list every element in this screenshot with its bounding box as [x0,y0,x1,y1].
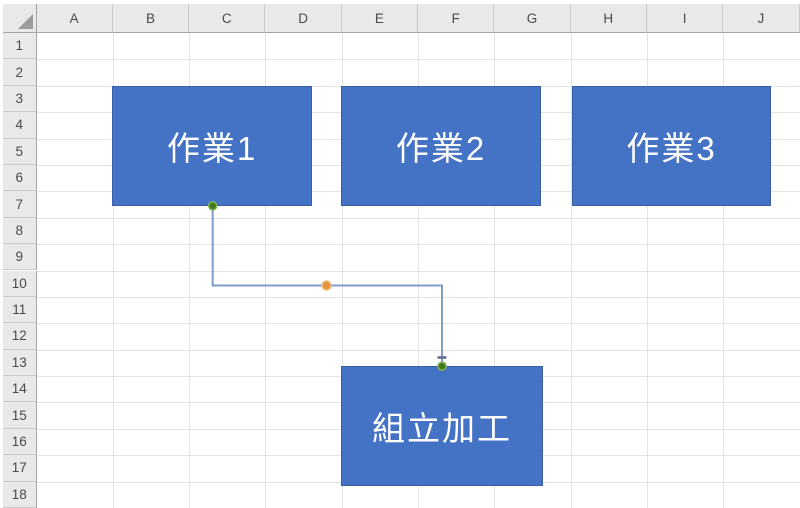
row-header-13[interactable]: 13 [3,349,37,377]
gridline [36,349,800,351]
shape-task-1-label: 作業1 [166,130,258,167]
shape-assembly[interactable]: 組立加工 [341,366,543,486]
gridline [36,323,800,325]
column-header-f[interactable]: F [418,4,495,33]
shape-assembly-label: 組立加工 [372,410,512,447]
column-header-i[interactable]: I [646,4,724,33]
shape-task-2[interactable]: 作業2 [341,86,541,206]
gridline [36,217,800,219]
shape-task-3[interactable]: 作業3 [572,86,771,206]
row-header-3[interactable]: 3 [3,85,37,113]
row-header-7[interactable]: 7 [3,191,37,218]
gridline [36,244,800,246]
column-header-e[interactable]: E [341,4,419,33]
column-header-b[interactable]: B [112,4,190,33]
gridline [36,59,800,61]
shape-task-2-label: 作業2 [395,130,487,167]
column-header-c[interactable]: C [189,4,266,33]
row-header-4[interactable]: 4 [3,112,37,139]
row-header-10[interactable]: 10 [3,270,37,297]
connector-start-handle[interactable] [207,201,218,211]
gridline [36,270,800,272]
column-header-d[interactable]: D [265,4,342,33]
row-header-14[interactable]: 14 [3,376,37,403]
gridline [36,296,800,298]
row-header-15[interactable]: 15 [3,402,37,429]
column-header-a[interactable]: A [36,4,113,33]
connector-end-handle[interactable] [437,361,447,372]
column-header-j[interactable]: J [723,4,800,33]
row-header-1[interactable]: 1 [3,33,37,60]
column-header-g[interactable]: G [494,4,571,33]
row-header-8[interactable]: 8 [3,217,37,245]
column-header-h[interactable]: H [570,4,647,33]
row-header-6[interactable]: 6 [3,164,37,192]
shape-task-3-label: 作業3 [626,130,717,167]
row-header-9[interactable]: 9 [3,244,37,271]
row-header-18[interactable]: 18 [3,481,37,508]
row-header-12[interactable]: 12 [3,323,37,350]
connector-adjust-handle[interactable] [321,280,332,291]
select-all-triangle-icon [17,14,33,29]
row-header-5[interactable]: 5 [3,138,37,165]
row-header-17[interactable]: 17 [3,455,37,482]
select-all-corner[interactable] [3,4,37,33]
row-header-16[interactable]: 16 [3,428,37,456]
row-header-11[interactable]: 11 [3,296,37,324]
row-header-2[interactable]: 2 [3,59,37,86]
